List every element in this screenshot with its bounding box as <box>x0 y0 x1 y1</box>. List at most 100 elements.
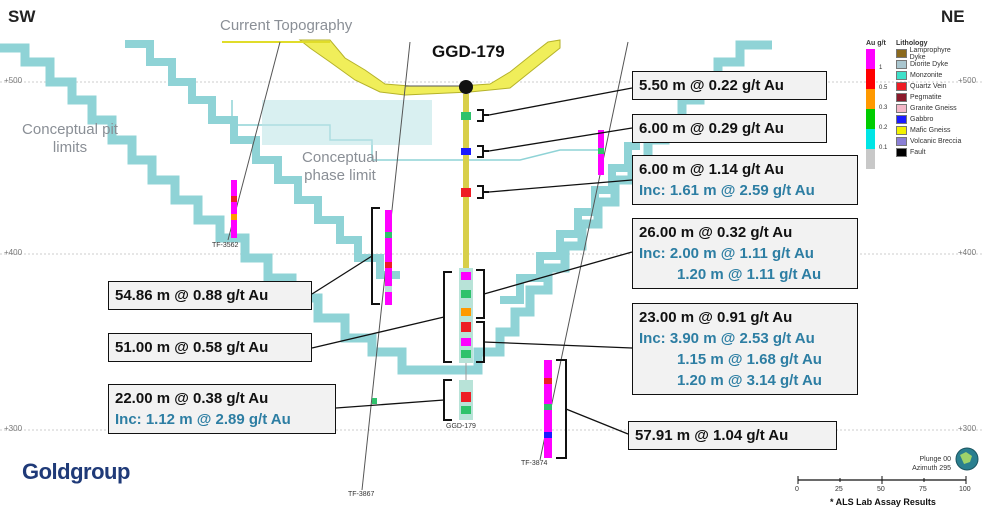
intercept-main: 6.00 m @ 1.14 g/t Au <box>639 161 784 178</box>
lithology-label: Monzonite <box>910 72 943 79</box>
lithology-swatch <box>896 148 907 157</box>
topography-surface <box>298 39 561 96</box>
lithology-label: Mafic Gneiss <box>910 127 951 134</box>
leader-i6 <box>565 408 629 435</box>
compass-globe-land <box>960 452 972 464</box>
lithology-label: Pegmatite <box>910 94 942 101</box>
lithology-item: Fault <box>896 147 966 158</box>
lithology-swatch <box>896 71 907 80</box>
intercept-box-3: 6.00 m @ 1.14 g/t Au Inc: 1.61 m @ 2.59 … <box>632 155 858 205</box>
leader-i5 <box>483 341 633 349</box>
ggd179-assay-10 <box>461 350 471 358</box>
lithology-item: Mafic Gneiss <box>896 125 966 136</box>
view-info: Plunge 00 Azimuth 295 <box>903 455 951 473</box>
tf3874-assay-1 <box>544 378 552 384</box>
azimuth-label: Azimuth 295 <box>912 465 951 472</box>
intercept-box-6: 57.91 m @ 1.04 g/t Au <box>628 421 837 450</box>
orientation-ne: NE <box>941 7 965 26</box>
lithology-swatch <box>896 93 907 102</box>
intercept-inc: 1.20 m @ 3.14 g/t Au <box>677 372 822 389</box>
hole-label-ggd179: GGD-179 <box>446 423 476 430</box>
lithology-item: Pegmatite <box>896 92 966 103</box>
intercept-inc: Inc: 2.00 m @ 1.11 g/t Au <box>639 245 814 262</box>
ggd179-assay-6 <box>461 290 471 298</box>
intercept-main: 23.00 m @ 0.91 g/t Au <box>639 309 793 326</box>
intercept-box-1: 5.50 m @ 0.22 g/t Au <box>632 71 827 100</box>
intercept-box-8: 51.00 m @ 0.58 g/t Au <box>108 333 312 362</box>
intercept-inc: 1.20 m @ 1.11 g/t Au <box>677 266 822 283</box>
intercept-box-2: 6.00 m @ 0.29 g/t Au <box>632 114 827 143</box>
leader-i1 <box>488 87 633 116</box>
elev-500-left: +500 <box>4 76 23 85</box>
intercept-main: 26.00 m @ 0.32 g/t Au <box>639 224 793 241</box>
intercept-box-5: 23.00 m @ 0.91 g/t Au Inc: 3.90 m @ 2.53… <box>632 303 858 395</box>
tf3562-column <box>231 180 237 238</box>
hole-title: GGD-179 <box>432 42 505 61</box>
grade-swatch <box>866 149 875 169</box>
ggd179-assay-12 <box>461 392 471 402</box>
intercept-box-9: 22.00 m @ 0.38 g/t Au Inc: 1.12 m @ 2.89… <box>108 384 336 434</box>
lithology-item: Volcanic Breccia <box>896 136 966 147</box>
grade-value-label: 0.5 <box>879 85 888 91</box>
intercept-inc: Inc: 1.61 m @ 2.59 g/t Au <box>639 182 815 199</box>
hole-label-tf3867: TF-3867 <box>348 491 375 498</box>
lithology-item: Quartz Vein <box>896 81 966 92</box>
bracket-i8 <box>443 271 452 363</box>
leader-i4 <box>483 251 633 295</box>
tf3867-column <box>385 210 392 305</box>
ggd179-assay-5 <box>461 272 471 280</box>
ggd179-assay-3 <box>461 188 471 197</box>
elev-300-right: +300 <box>958 424 977 433</box>
tf3867-assay-3 <box>385 286 392 292</box>
ggd179-assay-7 <box>461 308 471 316</box>
ggd179-assay-1 <box>461 112 471 120</box>
lithology-item: Gabbro <box>896 114 966 125</box>
lithology-legend-header: Lithology <box>896 40 928 47</box>
grade-swatch <box>866 129 875 149</box>
intercept-main: 57.91 m @ 1.04 g/t Au <box>635 427 789 444</box>
tf3562-assay-2 <box>231 214 237 220</box>
leader-i3 <box>488 179 633 193</box>
lithology-label: Quartz Vein <box>910 83 947 90</box>
logo-text: Goldgroup <box>22 459 130 484</box>
elev-400-left: +400 <box>4 248 23 257</box>
intercept-main: 51.00 m @ 0.58 g/t Au <box>115 339 269 356</box>
ggd179-collar-marker <box>459 80 473 94</box>
pit-outline-right-outer <box>500 142 640 304</box>
lithology-swatch <box>896 60 907 69</box>
grade-swatch <box>866 49 875 69</box>
topography-label: Current Topography <box>220 17 353 34</box>
leader-i9 <box>335 399 445 409</box>
scale-tick-label: 25 <box>835 486 843 493</box>
tf3867-assay-4 <box>372 398 377 404</box>
lithology-item: Lamprophyre Dyke <box>896 47 966 61</box>
goldgroup-logo: Goldgroup <box>22 459 130 485</box>
tf3867-assay-2 <box>385 262 392 268</box>
grade-legend-header: Au g/t <box>866 40 886 47</box>
phase-limit-block <box>262 100 432 145</box>
lithology-label: Fault <box>910 149 926 156</box>
phase-limit-label: Conceptual phase limit <box>302 149 378 184</box>
lithology-label: Gabbro <box>910 116 934 123</box>
bracket-i2 <box>477 145 489 158</box>
ggd179-column-upper <box>463 94 469 269</box>
ggd179-assay-13 <box>461 406 471 414</box>
intercept-box-7: 54.86 m @ 0.88 g/t Au <box>108 281 312 310</box>
elev-500-right: +500 <box>958 76 977 85</box>
lithology-swatch <box>896 104 907 113</box>
intercept-main: 54.86 m @ 0.88 g/t Au <box>115 287 269 304</box>
tf3867-assay-1 <box>385 232 392 238</box>
tf3874-assay-2 <box>544 404 552 410</box>
orientation-sw: SW <box>8 7 36 26</box>
grade-value-label: 1 <box>879 65 883 71</box>
pit-limits-label: Conceptual pit limits <box>22 121 118 156</box>
scale-tick-label: 75 <box>919 486 927 493</box>
lithology-label: Granite Gneiss <box>910 105 957 112</box>
lithology-swatch <box>896 137 907 146</box>
bracket-i9 <box>443 379 452 421</box>
grade-swatch <box>866 89 875 109</box>
